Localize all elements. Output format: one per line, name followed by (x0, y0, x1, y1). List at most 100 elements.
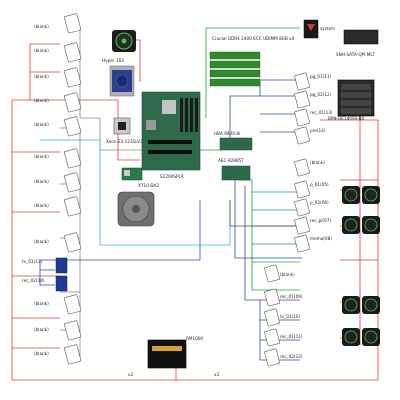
disk-label: rec_01(11) (280, 334, 303, 339)
expander-label: AEC-82885T (218, 158, 244, 163)
blank-label: (blank) (34, 239, 49, 244)
hdd-icon (264, 348, 280, 367)
cpu-chip: Xeon E3-1231LV3 (106, 117, 143, 144)
fan-icon (342, 216, 360, 234)
hdd-icon (294, 108, 310, 127)
fan-icon (342, 328, 360, 346)
psu: RM1000 x2 x3 (128, 336, 219, 377)
disk-label: rec_01(09) (280, 294, 303, 299)
hdd-icon (264, 288, 280, 307)
cpu-cooler: Hyper 103 (102, 58, 135, 97)
disk-label: pg_02(12) (310, 92, 332, 97)
top-fan (112, 30, 136, 52)
hdd-icon (294, 198, 310, 217)
blank-label: (blank) (34, 74, 49, 79)
hba-card: HBA 9400-8i (214, 131, 253, 151)
disk-label: rec_01(13) (310, 110, 333, 115)
small-bay: SNH-SATA-QPI MLT (336, 29, 379, 57)
drive-label-left: rec_02(14) (22, 278, 45, 283)
psu-label: RM1000 (186, 336, 204, 341)
drive-outline (64, 294, 82, 315)
blank-label: (blank) (34, 154, 49, 159)
disk-label: pre(14) (310, 128, 326, 133)
left-ssd-drives: tv_01(13) rec_02(14) (22, 257, 68, 292)
disk-label: (blank) (310, 160, 325, 165)
blank-label: (blank) (34, 327, 49, 332)
drive-outline (64, 320, 82, 341)
hdd-icon (264, 328, 280, 347)
ssd-icon (55, 257, 68, 274)
drive-outline (64, 232, 82, 253)
blank-label: (blank) (34, 179, 49, 184)
blank-label: (blank) (34, 98, 49, 103)
drive-outline (64, 67, 82, 88)
power-wire (320, 119, 378, 261)
fan-icon (362, 216, 380, 234)
drive-outline (64, 13, 82, 34)
pcie-wire (252, 191, 300, 263)
blank-label: (blank) (34, 351, 49, 356)
fan-icon (362, 186, 380, 204)
drive-outline (64, 344, 82, 365)
disk-label: (blank) (280, 272, 295, 277)
sata-wire (229, 79, 300, 150)
hdd-icon (294, 234, 310, 253)
small-bay-label: SNH-SATA-QPI MLT (336, 52, 375, 57)
system-drive: system (303, 19, 335, 39)
right-disk-labels: pg_01(11) pg_02(12) rec_01(13) pre(14) (… (280, 74, 333, 359)
power-wire (60, 99, 140, 161)
ssd-icon (55, 275, 68, 292)
motherboard: S1200SPLR (141, 91, 201, 179)
drive-outline (64, 42, 82, 63)
hba-label: HBA 9400-8i (214, 131, 240, 136)
psu-x2: x2 (128, 372, 133, 377)
nic-card: X710-DA2 (121, 167, 159, 188)
pcie-wire (200, 27, 300, 291)
disk-label: rec_02(12) (280, 354, 303, 359)
blank-label: (blank) (34, 48, 49, 53)
power-wire (29, 43, 60, 100)
drive-cage: BPN-DE340SS-B4 (328, 79, 375, 121)
drive-outline (64, 116, 82, 137)
blank-label: (blank) (34, 24, 49, 29)
fan-icon (342, 296, 360, 314)
left-blank-drives (64, 13, 82, 365)
psu-x3: x3 (214, 372, 219, 377)
hdd-icon (294, 180, 310, 199)
hdd-icon (294, 216, 310, 235)
disk-label: p_01(05) (310, 182, 329, 187)
drive-label-left: tv_01(13) (22, 259, 43, 264)
ram-sticks: Crucial DDR4 2400 ECC UDIMM 8GB x4 (209, 36, 295, 87)
left-blank-labels: (blank) (blank) (blank) (blank) (blank) … (34, 24, 49, 356)
sata-wire (234, 180, 302, 259)
blank-label: (blank) (34, 301, 49, 306)
case-fan (117, 191, 155, 227)
drive-outline (64, 172, 82, 193)
drive-outline (64, 92, 82, 113)
power-wire (11, 100, 379, 381)
disk-label: p_02(06) (310, 200, 329, 205)
hdd-icon (264, 308, 280, 327)
motherboard-label: S1200SPLR (160, 174, 184, 179)
fan-icon (362, 296, 380, 314)
disk-label: tv_01(10) (280, 314, 301, 319)
system-label: system (320, 26, 335, 31)
drive-outline (64, 148, 82, 169)
fan-wire (229, 200, 300, 227)
right-fans (342, 186, 380, 346)
disk-label: rec_pl(07) (310, 218, 331, 223)
sata-wire (244, 186, 300, 361)
hdd-icon (294, 126, 310, 145)
hdd-icon (264, 264, 280, 283)
fan-icon (362, 328, 380, 346)
nic-label: X710-DA2 (138, 183, 159, 188)
hdd-icon (294, 90, 310, 109)
blank-label: (blank) (34, 203, 49, 208)
right-disks (264, 72, 310, 367)
fan-icon (342, 186, 360, 204)
sata-wire (39, 200, 201, 286)
cage-label: BPN-DE340SS-B4 (328, 116, 364, 121)
cooler-label: Hyper 103 (102, 58, 124, 63)
ram-label: Crucial DDR4 2400 ECC UDIMM 8GB x4 (212, 36, 295, 41)
